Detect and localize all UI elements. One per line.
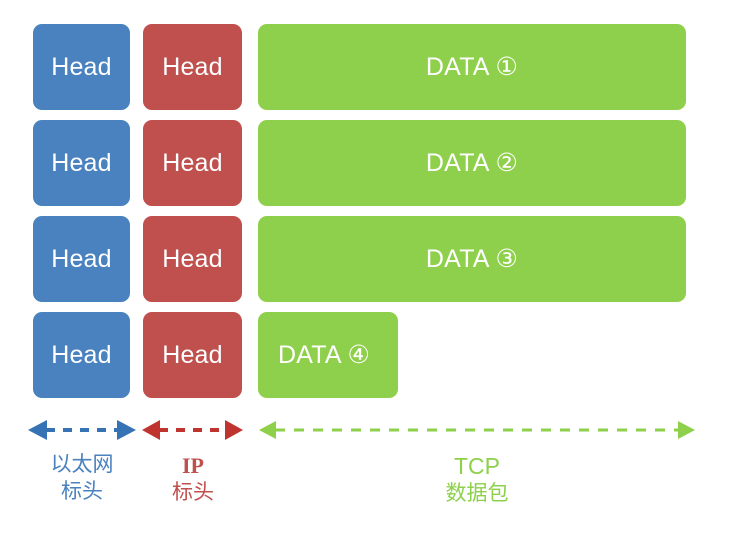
ip-caption: IP 标头 [137, 452, 249, 507]
ethernet-header-label: Head [51, 52, 112, 81]
data-block-label: DATA ② [425, 148, 519, 177]
tcp-caption: TCP 数据包 [395, 452, 559, 508]
ethernet-caption: 以太网 标头 [26, 452, 138, 506]
data-block-row2: DATA ② [258, 120, 686, 206]
ip-header-block-row2: Head [143, 120, 242, 206]
ip-caption-line2: 标头 [172, 481, 214, 505]
tcp-caption-line1: TCP [454, 453, 500, 479]
ip-ruler [142, 417, 243, 443]
ethernet-header-label: Head [51, 148, 112, 177]
ip-header-label: Head [162, 148, 223, 177]
ip-header-label: Head [162, 52, 223, 81]
ip-caption-line1: IP [182, 453, 204, 478]
ip-header-block-row3: Head [143, 216, 242, 302]
ethernet-caption-line1: 以太网 [50, 453, 114, 476]
ethernet-header-label: Head [51, 244, 112, 273]
data-block-label: DATA ③ [425, 244, 519, 273]
data-block-row4: DATA ④ [258, 312, 398, 398]
tcp-caption-line2: 数据包 [445, 482, 509, 506]
tcp-ruler [259, 417, 695, 443]
ethernet-caption-line2: 标头 [61, 479, 103, 503]
data-block-label: DATA ① [425, 52, 519, 81]
ip-header-label: Head [162, 340, 223, 369]
ethernet-header-block-row3: Head [33, 216, 130, 302]
ip-header-block-row4: Head [143, 312, 242, 398]
ethernet-header-block-row4: Head [33, 312, 130, 398]
ethernet-header-block-row2: Head [33, 120, 130, 206]
data-block-label: DATA ④ [278, 340, 371, 369]
data-block-row1: DATA ① [258, 24, 686, 110]
ethernet-ruler [28, 417, 136, 443]
ethernet-header-block-row1: Head [33, 24, 130, 110]
ethernet-header-label: Head [51, 340, 112, 369]
ip-header-block-row1: Head [143, 24, 242, 110]
data-block-row3: DATA ③ [258, 216, 686, 302]
ip-header-label: Head [162, 244, 223, 273]
